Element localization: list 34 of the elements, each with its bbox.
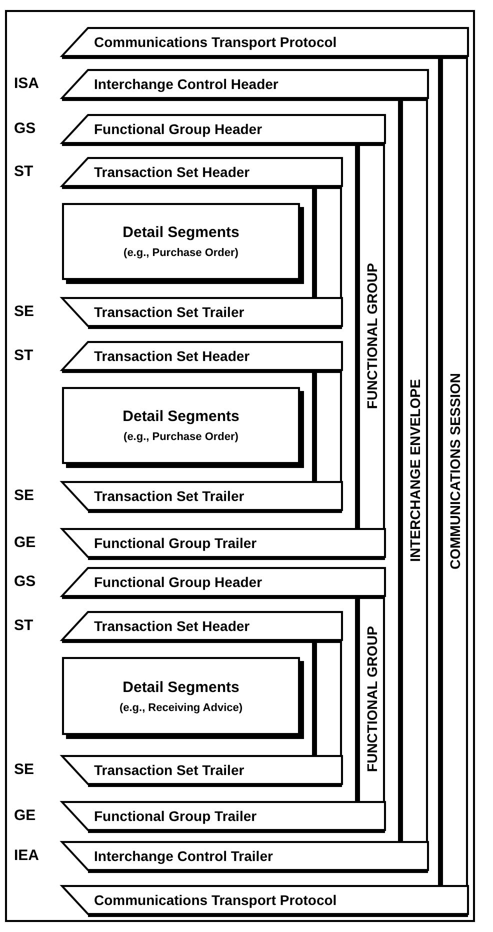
segment-code: IEA: [14, 846, 40, 866]
detail-example: (e.g., Purchase Order): [124, 431, 238, 443]
header-tab: Transaction Set Header: [62, 158, 342, 186]
detail-example: (e.g., Purchase Order): [124, 247, 238, 259]
trailer-tab: Communications Transport Protocol: [62, 886, 468, 914]
header-tab: Functional Group Header: [62, 568, 385, 596]
trailer-tab: Functional Group Trailer: [62, 529, 385, 557]
trailer-tab: Transaction Set Trailer: [62, 756, 342, 784]
trailer-tab: Interchange Control Trailer: [62, 842, 428, 870]
segment-code: ST: [14, 346, 34, 366]
segment-code: ST: [14, 616, 34, 636]
segment-code: GS: [14, 119, 36, 139]
detail-title: Detail Segments: [122, 408, 240, 425]
detail-title: Detail Segments: [122, 224, 240, 241]
detail-title: Detail Segments: [122, 678, 240, 696]
header-tab: Transaction Set Header: [62, 342, 342, 370]
trailer-tab: Transaction Set Trailer: [62, 482, 342, 510]
segment-code: GS: [14, 572, 36, 592]
segment-code: GE: [14, 806, 36, 826]
trailer-tab: Functional Group Trailer: [62, 802, 385, 830]
detail-example: (e.g., Receiving Advice): [119, 702, 243, 714]
header-tab: Communications Transport Protocol: [62, 28, 468, 56]
segment-code: ST: [14, 162, 34, 182]
header-tab: Transaction Set Header: [62, 612, 342, 640]
segment-code: GE: [14, 533, 36, 553]
segment-code: ISA: [14, 74, 40, 94]
segment-code: SE: [14, 486, 34, 506]
side-label: INTERCHANGE ENVELOPE: [398, 98, 426, 842]
header-tab: Interchange Control Header: [62, 70, 428, 98]
header-tab: Functional Group Header: [62, 115, 385, 143]
side-label: COMMUNICATIONS SESSION: [438, 56, 466, 886]
trailer-tab: Transaction Set Trailer: [62, 298, 342, 326]
segment-code: SE: [14, 760, 34, 780]
segment-code: SE: [14, 302, 34, 322]
